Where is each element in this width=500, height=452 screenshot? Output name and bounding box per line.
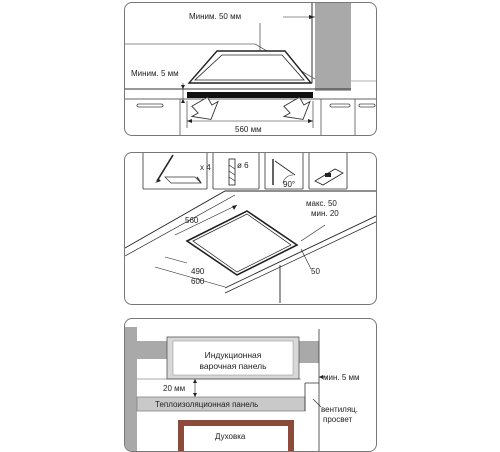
screw-icon (196, 176, 202, 184)
screwdriver-icon (155, 154, 174, 183)
gap-min5-label: мин. 5 мм (323, 373, 360, 382)
airflow-arrow-right (282, 96, 311, 120)
hob-body (187, 92, 313, 98)
install-gap-drawing (125, 3, 376, 135)
hob-label-line1: Индукционная (204, 350, 262, 360)
dim-560-label: 560 (185, 216, 199, 225)
dim-490-label: 490 (191, 267, 205, 276)
vent-label-line2: просвет (323, 415, 353, 424)
install-gap-panel: Миним. 50 мм Миним. 5 мм 560 мм (124, 2, 377, 136)
worktop-left (137, 341, 167, 359)
oven-label: Духовка (215, 432, 246, 441)
gap-20-label: 20 мм (163, 384, 186, 393)
drill-bit-icon (228, 158, 236, 186)
screws-4-label: x 4 (200, 163, 211, 172)
cabinet-left-wall (125, 327, 137, 451)
worktop-right (299, 341, 319, 363)
min-20-label: мин. 20 (311, 209, 339, 218)
drawer-handle (358, 103, 376, 108)
vent-label-line1: вентиляц. (321, 405, 358, 414)
angle-90-label: 90° (283, 180, 296, 189)
dim-50-label: 50 (311, 267, 320, 276)
oven-section-drawing (125, 327, 327, 451)
drill-6-label: ø 6 (237, 161, 249, 170)
drawer-handle (136, 103, 164, 108)
max-50-label: макс. 50 (306, 199, 337, 208)
drawer-handle (329, 103, 351, 108)
oven (178, 420, 294, 451)
seal-icon (325, 173, 331, 177)
side-wall (315, 3, 351, 91)
oven-section-panel: Индукционная варочная панель 20 мм мин. … (124, 318, 377, 452)
cutout-drawing (125, 153, 376, 303)
dim-600-label: 600 (191, 277, 205, 286)
cutout-outline (185, 210, 299, 276)
hob-top (187, 50, 313, 84)
hob-label-line2: варочная панель (199, 361, 267, 371)
width-560-label: 560 мм (235, 125, 262, 134)
cutout-panel: x 4 ø 6 90° 560 макс. 50 мин. 20 490 600… (124, 152, 377, 305)
min-5-label: Миним. 5 мм (131, 69, 179, 78)
min-50-label: Миним. 50 мм (189, 12, 242, 21)
airflow-arrow-left (190, 96, 219, 120)
insulation-label: Теплоизоляционная панель (155, 400, 259, 409)
